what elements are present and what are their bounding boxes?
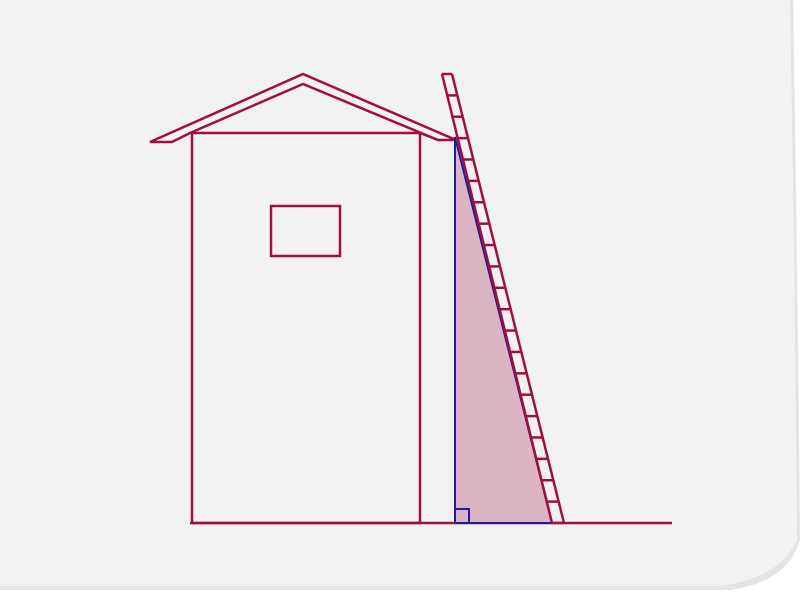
house-window	[269, 204, 342, 258]
house	[149, 72, 457, 525]
ladder-rail-left	[440, 73, 554, 524]
ladder-rungs	[447, 94, 559, 503]
paper-sheet	[0, 0, 797, 586]
right-angle-marker	[454, 508, 470, 524]
house-wall	[190, 131, 422, 525]
house-roof	[149, 72, 457, 144]
ladder-rail-right	[450, 73, 566, 524]
ladder	[440, 72, 566, 525]
roof-ledge	[419, 131, 439, 142]
